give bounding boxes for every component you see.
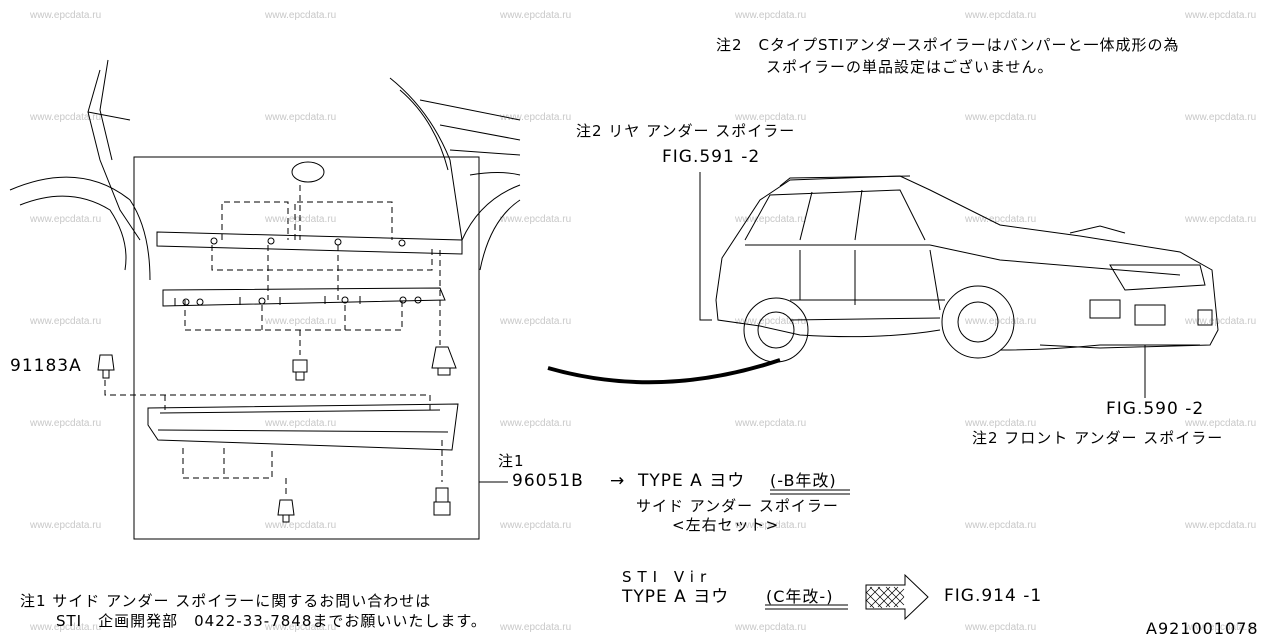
note2-line1: 注2 CタイプSTIアンダースポイラーはバンパーと一体成形の為 (716, 36, 1180, 54)
clip-bottom-left (277, 499, 295, 523)
side-under-spoiler (147, 403, 459, 451)
rear-leader (699, 172, 712, 321)
hatched-arrow (865, 573, 929, 621)
clip-bottom-right (433, 487, 451, 516)
watermark-text: www.epcdata.ru (265, 418, 337, 429)
watermark-text: www.epcdata.ru (965, 112, 1037, 123)
clip-91183A (97, 354, 115, 379)
clip-part-number[interactable]: 91183A (10, 356, 82, 376)
parts-box (133, 156, 480, 540)
watermark-text: www.epcdata.ru (500, 214, 572, 225)
side-spoiler-label: サイド アンダー スポイラー (636, 497, 839, 515)
watermark-text: www.epcdata.ru (265, 112, 337, 123)
watermark-text: www.epcdata.ru (1185, 418, 1257, 429)
type-a2-change: (C年改-) (766, 587, 834, 606)
side-rail (162, 287, 446, 307)
watermark-text: www.epcdata.ru (500, 418, 572, 429)
watermark-text: www.epcdata.ru (965, 316, 1037, 327)
watermark-text: www.epcdata.ru (735, 112, 807, 123)
watermark-text: www.epcdata.ru (1185, 10, 1257, 21)
watermark-text: www.epcdata.ru (30, 622, 102, 633)
watermark-text: www.epcdata.ru (500, 316, 572, 327)
suv-outline (715, 175, 1219, 351)
rear-fig-ref[interactable]: FIG.591 -2 (662, 147, 761, 167)
sti-vir-label: STI Vir (622, 568, 713, 586)
note1-line1: 注1 サイド アンダー スポイラーに関するお問い合わせは (20, 592, 432, 610)
upper-garnish (156, 231, 463, 255)
watermark-text: www.epcdata.ru (265, 10, 337, 21)
lr-set-label: <左右セット> (672, 516, 780, 534)
watermark-text: www.epcdata.ru (1185, 622, 1257, 633)
clip-right-top (431, 346, 457, 376)
pointer-curve (547, 358, 781, 385)
note2-line2: スポイラーの単品設定はございません。 (766, 58, 1054, 76)
part-number[interactable]: 96051B (512, 471, 584, 491)
watermark-text: www.epcdata.ru (265, 316, 337, 327)
watermark-text: www.epcdata.ru (965, 214, 1037, 225)
watermark-text: www.epcdata.ru (965, 10, 1037, 21)
watermark-text: www.epcdata.ru (1185, 112, 1257, 123)
watermark-text: www.epcdata.ru (500, 622, 572, 633)
note1-line2: STI 企画開発部 0422-33-7848までお願いいたします。 (56, 612, 487, 630)
watermark-text: www.epcdata.ru (265, 622, 337, 633)
arrow-glyph: → (610, 471, 626, 491)
watermark-text: www.epcdata.ru (735, 214, 807, 225)
type-a2-label: TYPE A ヨウ (622, 587, 730, 607)
diagram-id: A921001078 (1146, 619, 1259, 638)
watermark-text: www.epcdata.ru (735, 520, 807, 531)
watermark-text: www.epcdata.ru (30, 214, 102, 225)
watermark-text: www.epcdata.ru (965, 520, 1037, 531)
watermark-text: www.epcdata.ru (500, 10, 572, 21)
rear-spoiler-label: 注2 リヤ アンダー スポイラー (576, 122, 796, 140)
watermark-text: www.epcdata.ru (735, 418, 807, 429)
watermark-text: www.epcdata.ru (500, 112, 572, 123)
watermark-text: www.epcdata.ru (735, 10, 807, 21)
watermark-text: www.epcdata.ru (30, 316, 102, 327)
watermark-text: www.epcdata.ru (265, 520, 337, 531)
watermark-text: www.epcdata.ru (965, 622, 1037, 633)
front-spoiler-label: 注2 フロント アンダー スポイラー (972, 429, 1224, 447)
watermark-text: www.epcdata.ru (1185, 214, 1257, 225)
type-a-change: (-B年改) (770, 471, 837, 490)
watermark-text: www.epcdata.ru (30, 10, 102, 21)
watermark-text: www.epcdata.ru (30, 520, 102, 531)
type-a-label: TYPE A ヨウ (638, 471, 746, 491)
watermark-text: www.epcdata.ru (265, 214, 337, 225)
watermark-text: www.epcdata.ru (735, 316, 807, 327)
front-fig-ref[interactable]: FIG.590 -2 (1106, 399, 1205, 419)
watermark-text: www.epcdata.ru (1185, 520, 1257, 531)
front-wheel (941, 285, 1015, 359)
rear-body-outline (9, 59, 521, 281)
watermark-text: www.epcdata.ru (735, 622, 807, 633)
watermark-text: www.epcdata.ru (1185, 316, 1257, 327)
watermark-text: www.epcdata.ru (965, 418, 1037, 429)
rear-wheel (743, 297, 809, 363)
watermark-text: www.epcdata.ru (30, 112, 102, 123)
watermark-text: www.epcdata.ru (30, 418, 102, 429)
grommet (291, 161, 325, 183)
note1-marker: 注1 (498, 452, 525, 470)
clip-center (292, 359, 308, 381)
fig914-ref[interactable]: FIG.914 -1 (944, 586, 1043, 606)
watermark-text: www.epcdata.ru (500, 520, 572, 531)
